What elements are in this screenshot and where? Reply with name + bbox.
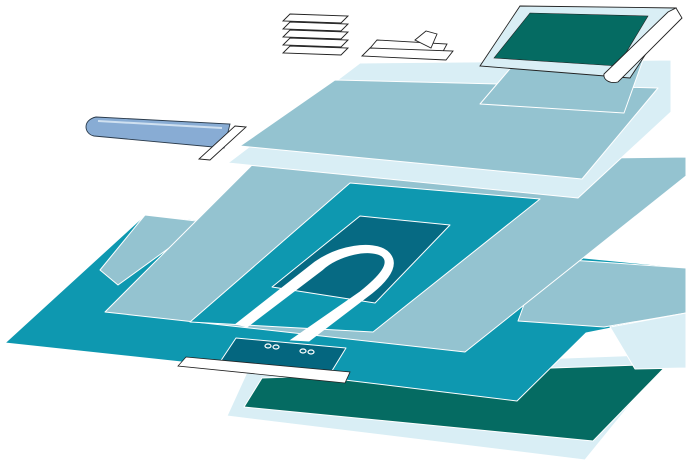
middle-sheet-window: [271, 215, 451, 304]
strip: [281, 29, 350, 40]
folded-cover-roll: [603, 7, 683, 83]
strip: [281, 13, 350, 24]
adhesive-tape: [360, 30, 454, 61]
adhesive-strip: [177, 356, 351, 384]
fenestration-holes: [264, 343, 315, 355]
middle-sheet: [104, 156, 686, 353]
main-drape-light-strip: [609, 312, 686, 370]
main-drape-left-flap: [99, 214, 206, 286]
handle-collar: [197, 125, 248, 161]
tape-tab: [414, 30, 438, 49]
folded-cover: [479, 5, 683, 83]
instrument-slot: [234, 245, 394, 342]
strip: [281, 21, 350, 32]
tape-piece: [360, 47, 454, 61]
strip: [281, 45, 350, 56]
top-sheet: [227, 56, 672, 199]
strip: [281, 37, 350, 48]
handle-tube: [85, 116, 231, 149]
hole: [299, 348, 307, 354]
hole: [272, 344, 280, 350]
handle-cover: [85, 116, 248, 161]
handle-highlight: [97, 120, 223, 129]
hole: [307, 349, 315, 355]
stacked-strips: [281, 13, 350, 56]
hole: [264, 343, 272, 349]
